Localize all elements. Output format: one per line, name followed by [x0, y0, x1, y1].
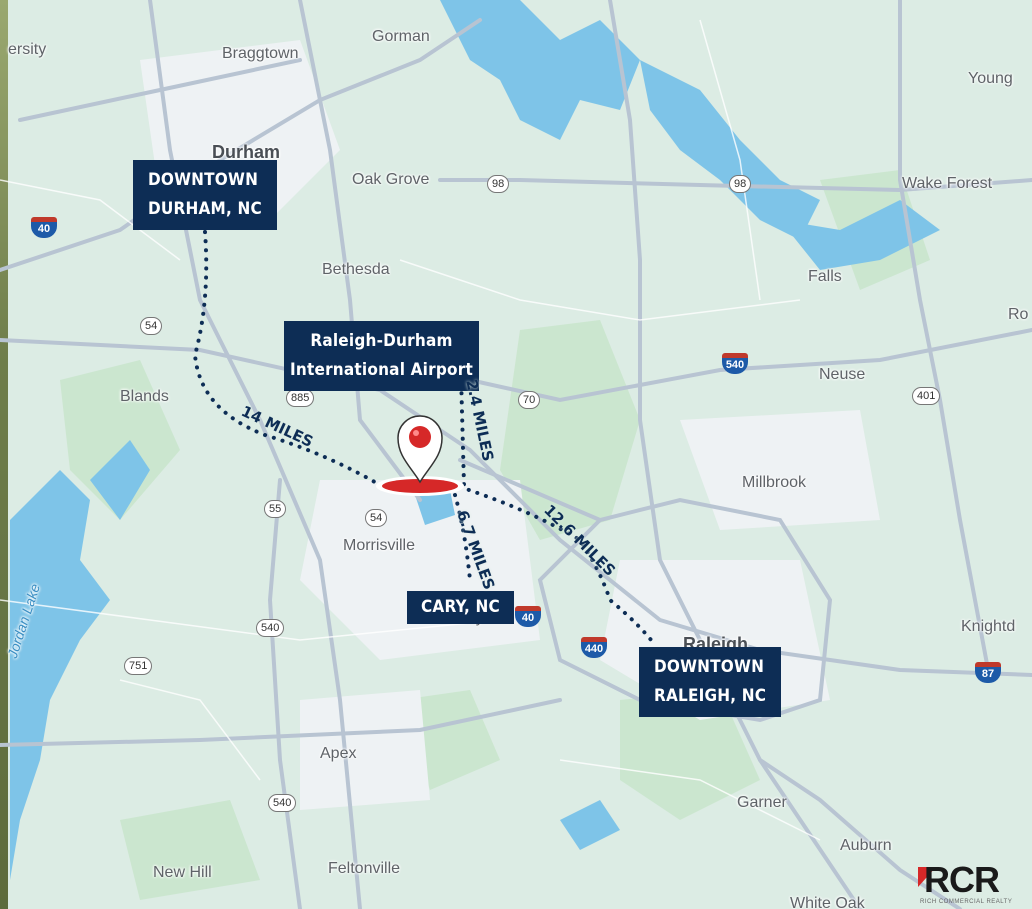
label-downtown-durham-line2: DURHAM, NC [148, 199, 262, 219]
satellite-edge [0, 0, 8, 909]
distance-routes [192, 230, 657, 647]
rcr-logo: RCR RICH COMMERCIAL REALTY [918, 859, 1018, 905]
route-540-shield: 540 [256, 619, 285, 637]
water [10, 0, 940, 880]
place-morrisville: Morrisville [343, 537, 415, 554]
location-pin-icon[interactable] [370, 410, 470, 500]
place-young: Young [968, 70, 1013, 87]
interstate-87-shield: 87 [975, 662, 1001, 684]
label-airport: Raleigh-Durham International Airport [284, 321, 479, 391]
route-98-shield: 98 [729, 175, 752, 193]
place-blands: Blands [120, 388, 169, 405]
place-falls: Falls [808, 268, 842, 285]
rcr-logo-mark-icon [918, 867, 936, 887]
place-white-oak: White Oak [790, 895, 865, 909]
place-feltonville: Feltonville [328, 860, 401, 877]
interstate-40-shield: 40 [31, 217, 57, 239]
label-downtown-raleigh: DOWNTOWN RALEIGH, NC [639, 647, 782, 717]
place-auburn: Auburn [840, 837, 892, 854]
place-wake-forest: Wake Forest [902, 175, 993, 192]
route-401-shield: 401 [912, 387, 941, 405]
interstate-40-shield: 40 [515, 606, 541, 628]
route-98-shield: 98 [487, 175, 510, 193]
label-cary-text: CARY, NC [421, 597, 500, 617]
label-airport-line2: International Airport [290, 360, 473, 380]
label-cary: CARY, NC [407, 591, 514, 624]
label-downtown-raleigh-line2: RALEIGH, NC [654, 686, 767, 706]
place-durham: Durham [212, 142, 281, 162]
label-airport-line1: Raleigh-Durham [310, 331, 453, 351]
place-knightdale: Knightd [961, 618, 1016, 635]
route-885-shield: 885 [286, 389, 315, 407]
place-garner: Garner [737, 794, 787, 811]
route-54-shield: 54 [365, 509, 388, 527]
place-gorman: Gorman [372, 28, 430, 45]
interstate-540-shield: 540 [722, 353, 748, 375]
place-braggtown: Braggtown [222, 45, 299, 62]
place-new-hill: New Hill [153, 864, 212, 881]
route-70-shield: 70 [518, 391, 541, 409]
label-downtown-durham-line1: DOWNTOWN [148, 170, 259, 190]
place-bethesda: Bethesda [322, 261, 390, 278]
route-55-shield: 55 [264, 500, 287, 518]
interstate-440-shield: 440 [581, 637, 607, 659]
place-r-edge: Ro [1008, 306, 1029, 323]
label-downtown-durham: DOWNTOWN DURHAM, NC [133, 160, 277, 230]
place-millbrook: Millbrook [742, 474, 807, 491]
rcr-logo-text: RCR [924, 859, 1000, 900]
route-540-shield: 540 [268, 794, 297, 812]
rcr-logo-subtext: RICH COMMERCIAL REALTY [920, 899, 1013, 905]
label-downtown-raleigh-line1: DOWNTOWN [654, 657, 765, 677]
place-neuse: Neuse [819, 366, 866, 383]
place-oak-grove: Oak Grove [352, 171, 430, 188]
place-ersity: ersity [8, 41, 47, 58]
place-apex: Apex [320, 745, 357, 762]
route-54-shield: 54 [140, 317, 163, 335]
route-751-shield: 751 [124, 657, 153, 675]
local-roads [0, 19, 821, 841]
